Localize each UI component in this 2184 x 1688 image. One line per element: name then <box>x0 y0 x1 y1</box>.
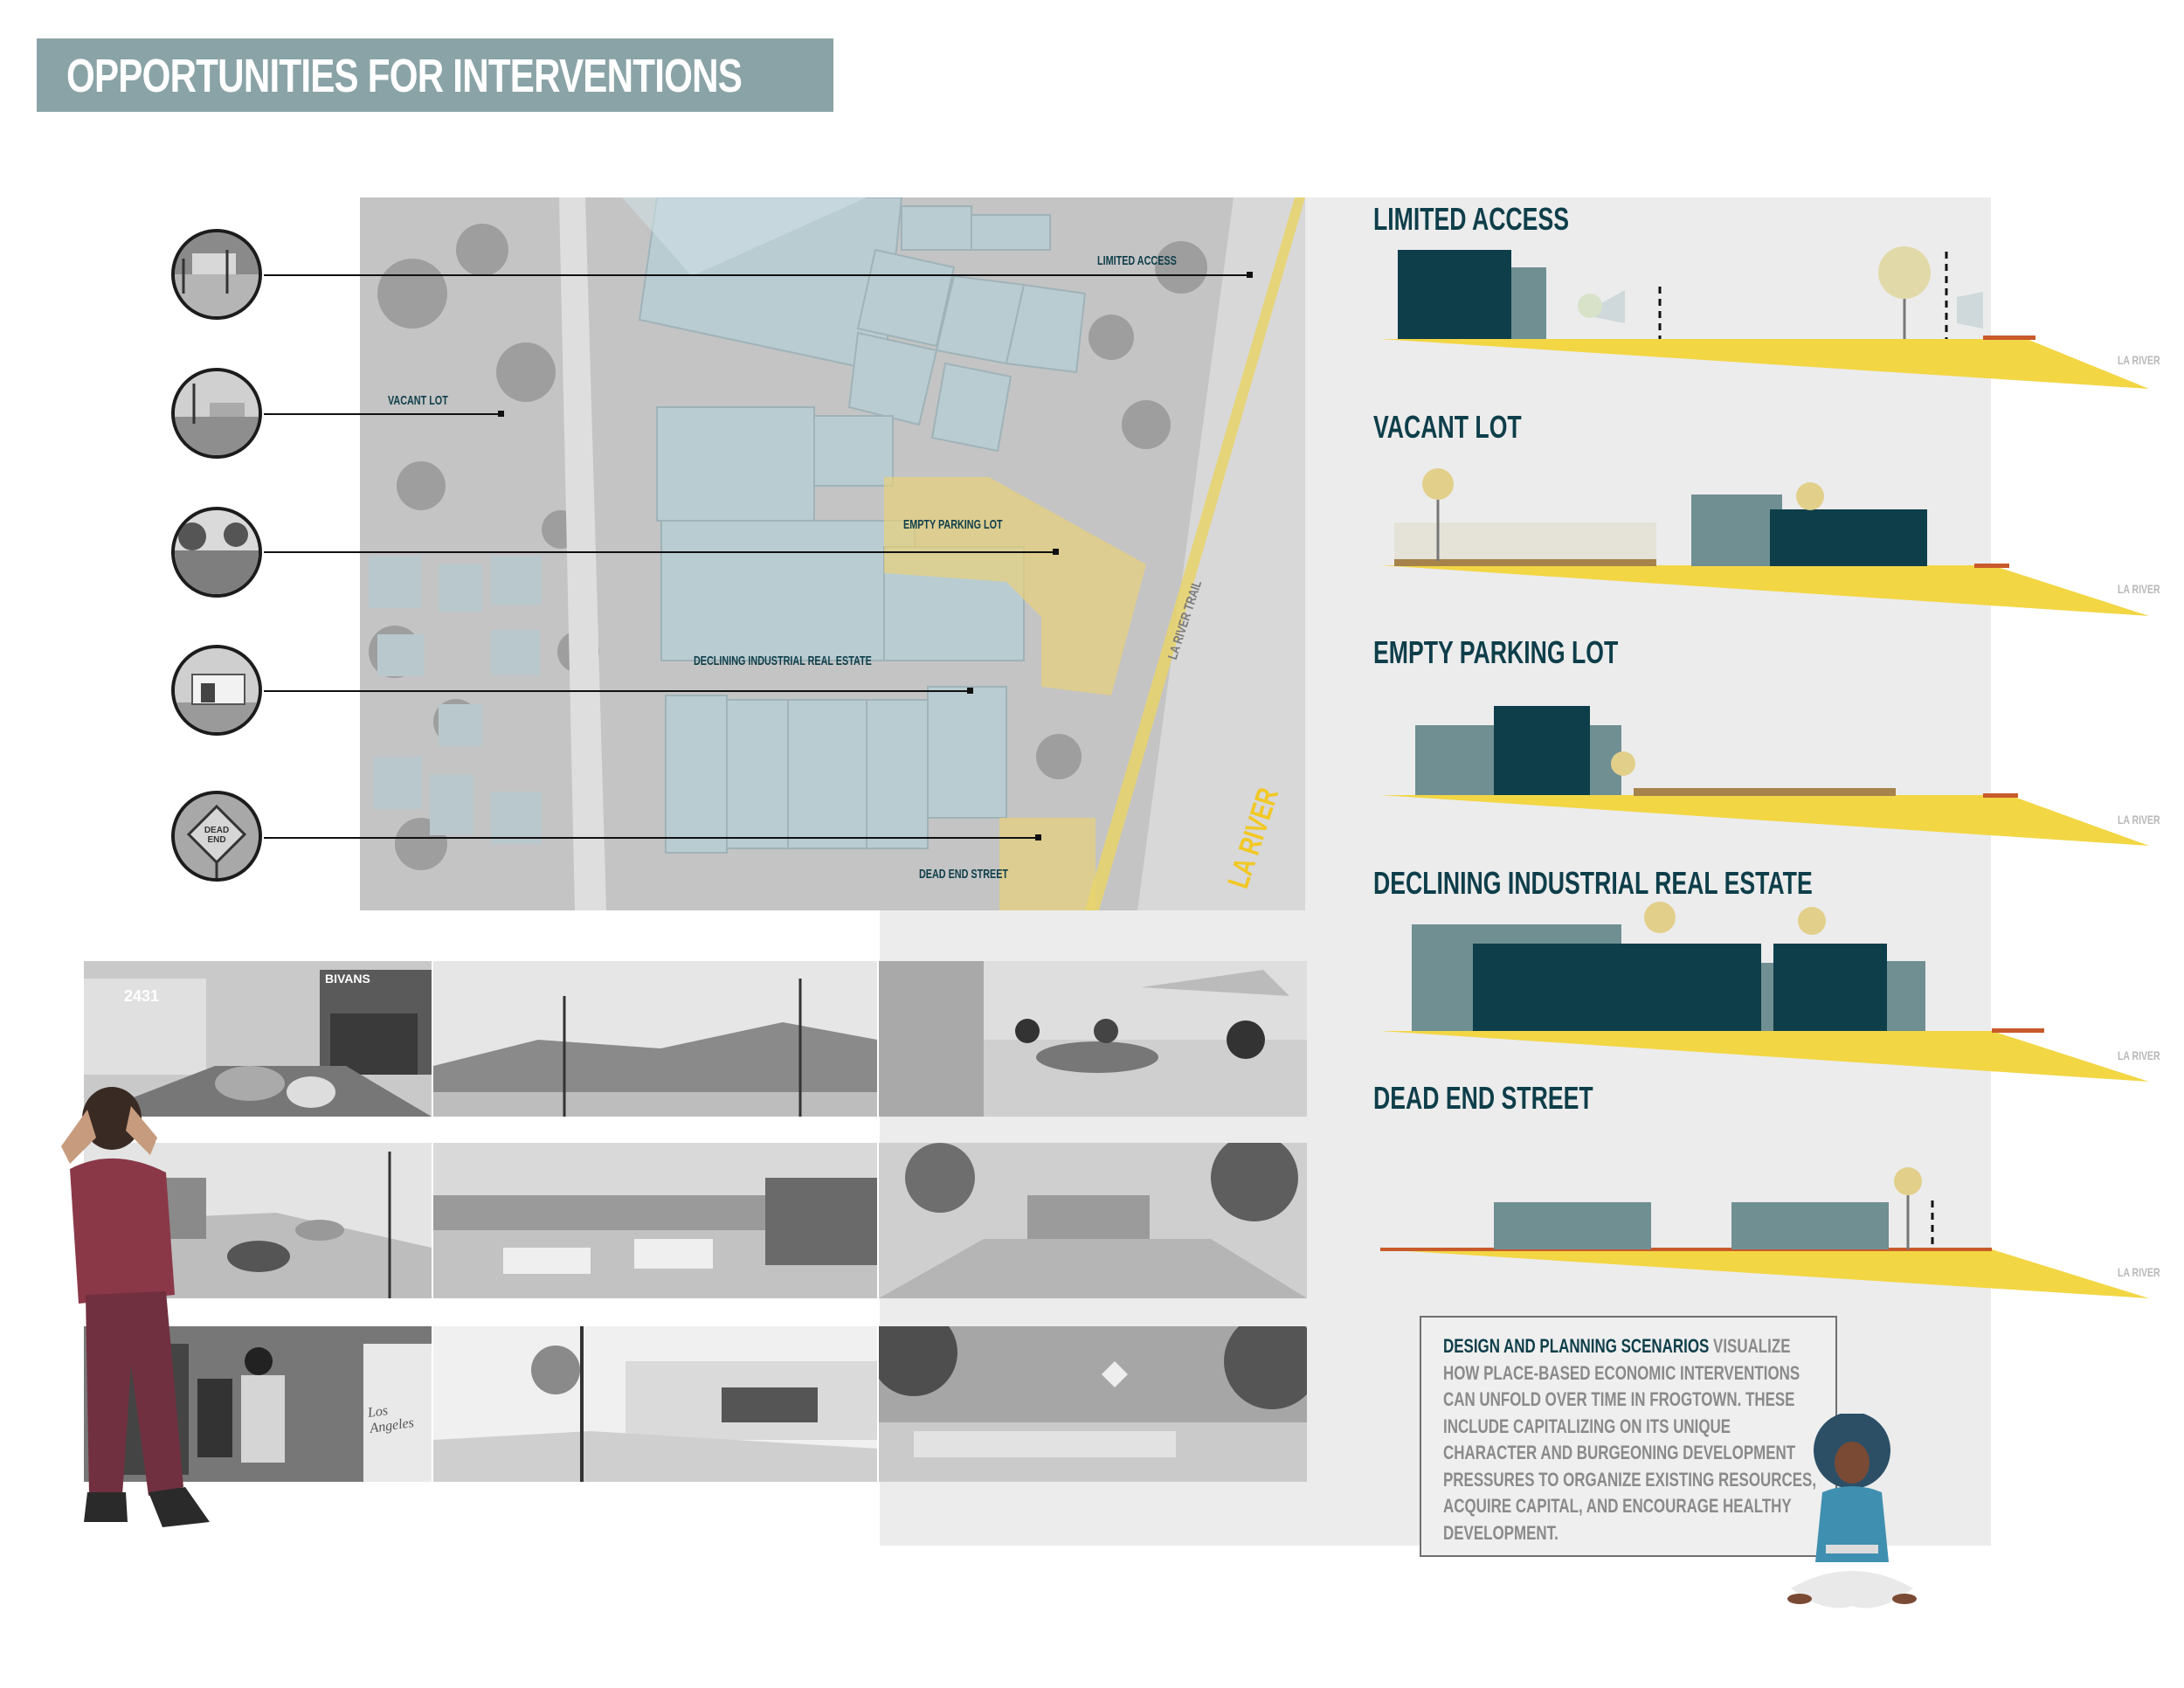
aerial-map: LIMITED ACCESS VACANT LOT EMPTY PARKING … <box>360 197 1305 910</box>
map-label-dead-end-street: DEAD END STREET <box>919 867 1009 882</box>
leader-line-vacant-lot <box>264 413 500 415</box>
section-title-declining-industrial: DECLINING INDUSTRIAL REAL ESTATE <box>1373 865 1813 901</box>
thumbnail-declining-industrial <box>171 645 262 736</box>
section-empty-parking-lot-graphic <box>1380 706 2149 846</box>
description-body: VISUALIZE HOW PLACE-BASED ECONOMIC INTER… <box>1443 1335 1817 1544</box>
description-lead: DESIGN AND PLANNING SCENARIOS <box>1443 1335 1710 1357</box>
thumbnail-dead-end-street: DEAD END <box>171 791 262 882</box>
photo-vacant-garden <box>879 1326 1307 1482</box>
photo-street-bivans: BIVANS 2431 <box>84 961 432 1117</box>
thumbnail-vacant-lot <box>171 368 262 459</box>
sitting-person-illustration <box>1787 1414 1917 1608</box>
section-river-tag-empty-parking-lot: LA RIVER <box>2118 813 2160 827</box>
leader-line-dead-end-street <box>264 837 1038 839</box>
map-label-empty-parking-lot: EMPTY PARKING LOT <box>903 517 1003 532</box>
map-label-limited-access: LIMITED ACCESS <box>1097 253 1177 268</box>
section-title-empty-parking-lot: EMPTY PARKING LOT <box>1373 634 1619 670</box>
description-box <box>1420 1316 1837 1557</box>
leader-line-limited-access <box>264 274 1249 276</box>
thumbnail-empty-parking-lot <box>171 507 262 598</box>
section-river-tag-dead-end-street: LA RIVER <box>2118 1265 2160 1279</box>
photo-corner-storefront <box>433 1326 877 1482</box>
standing-man-illustration <box>61 1087 210 1527</box>
section-river-tag-vacant-lot: LA RIVER <box>2118 582 2160 596</box>
map-marker-dead-end-street <box>1035 834 1041 841</box>
section-river-tag-limited-access: LA RIVER <box>2118 353 2160 367</box>
photo-sign-bivans: BIVANS <box>325 972 370 986</box>
aerial-map-graphic <box>360 197 1305 910</box>
section-river-tag-declining-industrial: LA RIVER <box>2118 1048 2160 1062</box>
photo-outdoor-cafe <box>879 961 1307 1117</box>
page-title: OPPORTUNITIES FOR INTERVENTIONS <box>66 50 743 102</box>
map-marker-limited-access <box>1247 272 1253 278</box>
section-declining-industrial-graphic <box>1380 902 2149 1082</box>
sections-illustration <box>1380 246 2149 1298</box>
photo-rooftop-deck <box>433 1143 877 1298</box>
section-title-dead-end-street: DEAD END STREET <box>1373 1080 1593 1116</box>
section-vacant-lot-graphic <box>1380 468 2149 616</box>
map-marker-vacant-lot <box>498 411 504 417</box>
thumbnail-limited-access <box>171 229 262 320</box>
title-bar <box>37 38 833 112</box>
dead-end-sign-text: DEAD END <box>204 826 230 845</box>
section-limited-access-graphic <box>1380 246 2149 389</box>
photo-hillside-panorama <box>433 961 877 1117</box>
map-marker-empty-parking-lot <box>1053 549 1059 555</box>
leader-line-declining-industrial <box>264 690 970 692</box>
section-dead-end-street-graphic <box>1380 1167 2149 1298</box>
section-title-vacant-lot: VACANT LOT <box>1373 409 1522 445</box>
map-marker-declining-industrial <box>967 688 973 694</box>
section-title-limited-access: LIMITED ACCESS <box>1373 201 1569 237</box>
photo-corner-building <box>879 1143 1307 1298</box>
leader-line-empty-parking-lot <box>264 551 1055 553</box>
photo-sign-address: 2431 <box>124 987 160 1005</box>
description-text: DESIGN AND PLANNING SCENARIOS VISUALIZE … <box>1443 1333 1820 1546</box>
map-label-declining-industrial: DECLINING INDUSTRIAL REAL ESTATE <box>694 654 872 668</box>
map-label-vacant-lot: VACANT LOT <box>388 393 448 408</box>
